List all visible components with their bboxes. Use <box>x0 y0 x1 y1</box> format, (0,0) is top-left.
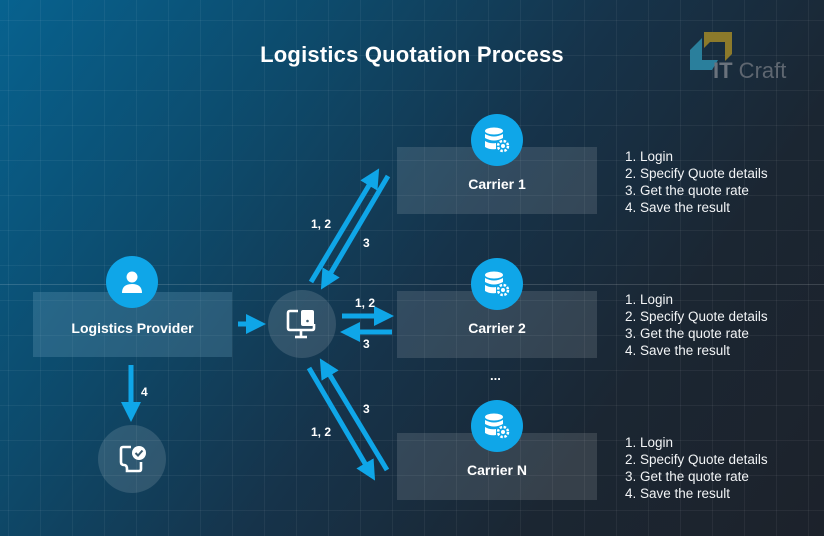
monitor-device-icon <box>286 309 316 339</box>
arrow-from-carrier-1 <box>320 174 391 290</box>
step: 1. Login <box>625 149 674 164</box>
step: 3. Get the quote rate <box>625 183 749 198</box>
label-cn-in: 3 <box>363 402 370 416</box>
step: 4. Save the result <box>625 486 731 501</box>
step: 3. Get the quote rate <box>625 326 749 341</box>
provider-label: Logistics Provider <box>71 319 194 336</box>
carrier-n-steps: 1. Login 2. Specify Quote details 3. Get… <box>625 434 768 502</box>
step: 1. Login <box>625 292 674 307</box>
carrier-n-label: Carrier N <box>467 461 527 478</box>
platform-node <box>268 290 336 358</box>
page-title: Logistics Quotation Process <box>260 42 564 67</box>
arrow-to-carrier-n <box>306 366 376 481</box>
step: 4. Save the result <box>625 343 731 358</box>
label-c2-in: 3 <box>363 337 370 351</box>
result-node <box>98 425 166 493</box>
step: 2. Specify Quote details <box>625 452 768 467</box>
carrier-1-steps: 1. Login 2. Specify Quote details 3. Get… <box>625 148 768 216</box>
document-check-icon <box>119 445 146 473</box>
step: 4. Save the result <box>625 200 731 215</box>
label-save: 4 <box>141 385 148 399</box>
logistics-provider-box: Logistics Provider <box>33 292 232 357</box>
database-gear-icon <box>471 400 523 452</box>
carrier-2-label: Carrier 2 <box>468 319 526 336</box>
it-craft-logo-icon <box>690 32 732 70</box>
carrier-2-steps: 1. Login 2. Specify Quote details 3. Get… <box>625 291 768 359</box>
more-carriers-ellipsis: ... <box>490 368 501 383</box>
label-cn-out: 1, 2 <box>311 425 332 439</box>
carrier-1-label: Carrier 1 <box>468 175 526 192</box>
database-gear-icon <box>471 258 523 310</box>
arrow-from-carrier-n <box>319 358 390 472</box>
label-c2-out: 1, 2 <box>355 296 376 310</box>
step: 3. Get the quote rate <box>625 469 749 484</box>
database-gear-icon <box>471 114 523 166</box>
logo-text: IT Craft <box>713 58 787 83</box>
step: 2. Specify Quote details <box>625 309 768 324</box>
step: 1. Login <box>625 435 674 450</box>
label-c1-out: 1, 2 <box>311 217 332 231</box>
user-icon <box>106 256 158 308</box>
divider-line <box>0 284 824 285</box>
label-c1-in: 3 <box>363 236 370 250</box>
arrow-to-carrier-1 <box>308 168 380 284</box>
step: 2. Specify Quote details <box>625 166 768 181</box>
